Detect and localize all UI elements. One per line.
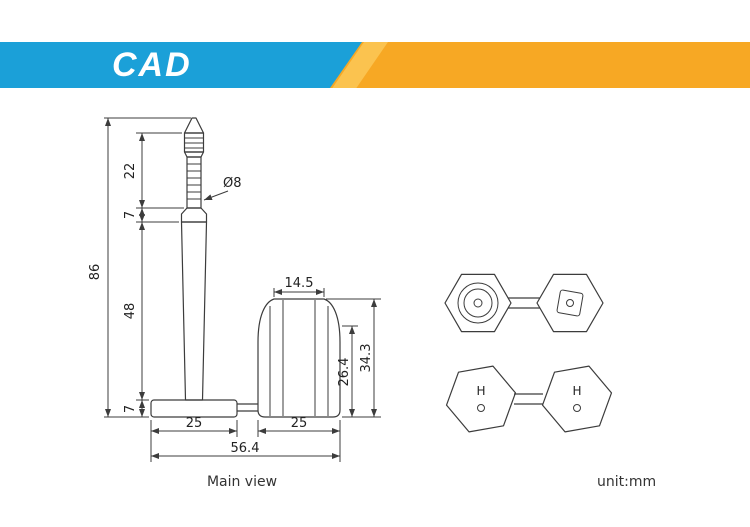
lock-body-front-view <box>257 298 341 418</box>
hex-bottom-left-marking: H <box>476 384 485 398</box>
banner-ribbon <box>0 42 362 88</box>
unit-label: unit:mm <box>597 474 656 490</box>
main-view-label: Main view <box>207 474 277 490</box>
dim-7-upper-label: 7 <box>123 211 138 219</box>
hex-top-view-left <box>444 273 512 333</box>
dimension-dia8-leader: Ø8 <box>203 176 242 201</box>
hex-bottom-view-right: H <box>541 365 613 433</box>
dim-34-3-label: 34.3 <box>359 344 374 373</box>
hex-top-view-right <box>536 273 604 333</box>
banner: CAD <box>0 42 750 88</box>
dim-14-5-label: 14.5 <box>285 276 314 291</box>
dim-26-4-label: 26.4 <box>337 358 352 387</box>
dim-7-lower-label: 7 <box>123 405 138 413</box>
banner-title: CAD <box>112 46 192 84</box>
dimension-7-lower: 7 <box>123 400 145 417</box>
dim-48-label: 48 <box>123 303 138 320</box>
dimension-48: 48 <box>123 222 149 401</box>
dim-86-label: 86 <box>88 264 103 281</box>
dimension-86: 86 <box>88 117 191 418</box>
dimension-56-4: 56.4 <box>151 441 340 459</box>
dimension-34-3: 34.3 <box>326 298 381 417</box>
pin-flange <box>150 399 238 418</box>
connector-bar <box>237 403 258 412</box>
dimension-25-right: 25 <box>257 416 341 462</box>
hex-top-connector <box>508 297 540 309</box>
hex-bottom-right-marking: H <box>572 384 581 398</box>
dim-25-left-label: 25 <box>186 416 203 431</box>
hex-bottom-view-left: H <box>445 365 517 433</box>
dimension-7-upper: 7 <box>123 208 179 223</box>
dim-25-right-label: 25 <box>291 416 308 431</box>
dimension-25-left: 25 <box>150 416 238 462</box>
dim-22-label: 22 <box>123 163 138 180</box>
dim-dia8-label: Ø8 <box>223 176 242 191</box>
dim-56-4-label: 56.4 <box>231 441 260 456</box>
dimension-14-5: 14.5 <box>273 276 325 297</box>
hex-bottom-connector <box>514 393 543 405</box>
bolt-pin-front-view <box>150 117 238 418</box>
dimension-22: 22 <box>123 132 184 209</box>
